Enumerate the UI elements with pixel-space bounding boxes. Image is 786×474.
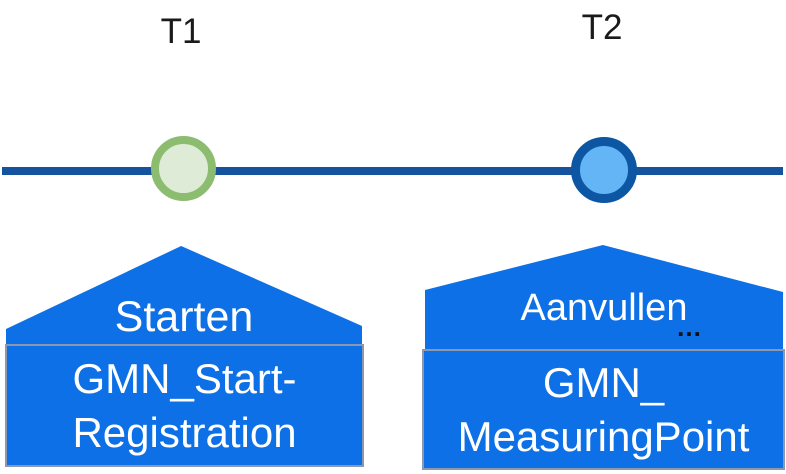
text-overflow-ellipsis: … [676, 312, 704, 342]
timeline-milestone-t1-circle [151, 136, 216, 201]
event-roof-starten: Starten [6, 246, 362, 344]
timeline-milestone-t2-circle [571, 137, 637, 203]
entity-name-line: GMN_ [542, 358, 665, 406]
entity-box-gmn-measuringpoint: GMN_ MeasuringPoint [422, 349, 785, 470]
entity-name-line: GMN_Start- [72, 354, 297, 402]
entity-name-line: Registration [72, 408, 297, 456]
timeline-point-label-t1: T1 [160, 12, 202, 51]
event-roof-aanvullen: Aanvullen [425, 245, 783, 350]
timeline-point-label-t2: T2 [581, 8, 623, 47]
entity-box-gmn-start-registration: GMN_Start- Registration [5, 344, 364, 467]
event-action-label: Starten [114, 293, 254, 341]
event-action-label: Aanvullen [520, 287, 688, 329]
entity-name-line: MeasuringPoint [457, 412, 750, 460]
timeline-line [2, 167, 783, 175]
